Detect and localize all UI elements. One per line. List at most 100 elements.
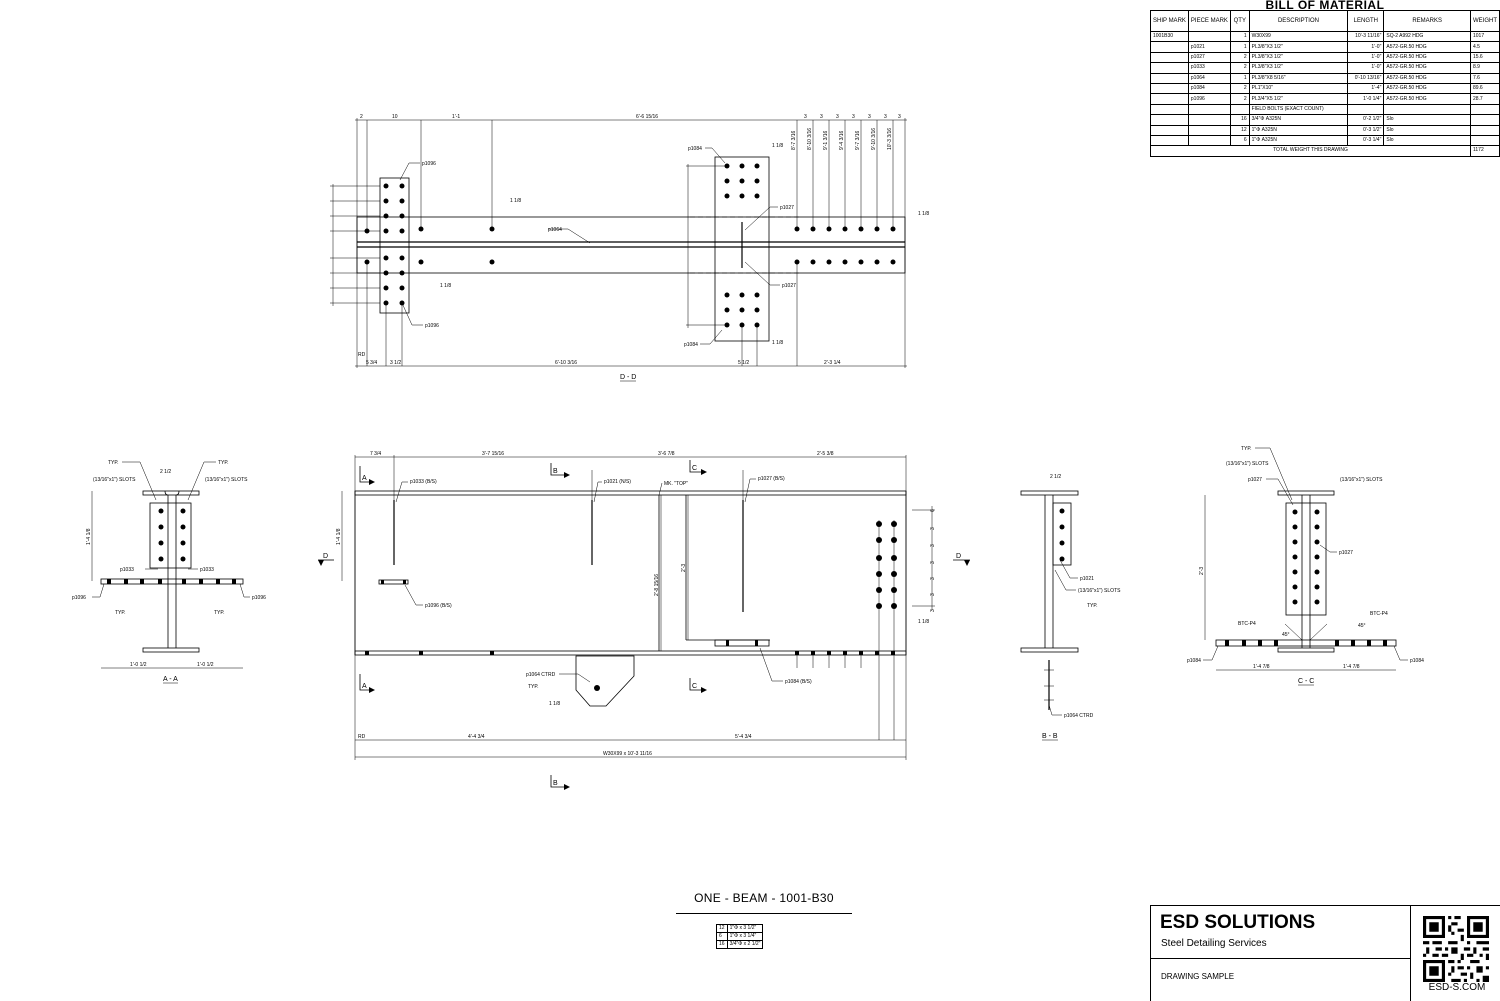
bom-cell: 28.7 xyxy=(1469,93,1500,105)
bom-cell xyxy=(1150,134,1189,147)
bb-p1064: p1064 CTRD xyxy=(1064,713,1094,719)
dd-bottom-dim-5: 2'-3 1/4 xyxy=(824,360,841,366)
cut-marker-d-right: D xyxy=(953,553,970,566)
bom-cell xyxy=(1150,103,1189,116)
bom-cell: p1084 xyxy=(1187,82,1231,95)
aa-bolts xyxy=(107,508,236,584)
svg-text:8'-7 3/16: 8'-7 3/16 xyxy=(791,130,797,150)
company-url[interactable]: ESD-S.COM xyxy=(1428,982,1486,993)
bom-cell: 1'-4" xyxy=(1347,82,1385,95)
bom-cell xyxy=(1469,124,1500,136)
qr-code-icon[interactable] xyxy=(1423,916,1489,982)
bb-dim: 2 1/2 xyxy=(1050,474,1061,480)
svg-text:3: 3 xyxy=(820,114,823,120)
bom-cell: 1 xyxy=(1229,72,1250,84)
bom-title: BILL OF MATERIAL xyxy=(1265,0,1385,12)
svg-text:8'-10 3/16: 8'-10 3/16 xyxy=(807,128,813,150)
cc-angle-left: 45° xyxy=(1282,632,1290,638)
bom-cell: p1096 xyxy=(1187,93,1231,105)
bolt-qty: 6 xyxy=(716,932,728,941)
bom-cell xyxy=(1150,124,1189,136)
bolt-qty: 12 xyxy=(716,924,728,933)
bom-cell: W30X99 xyxy=(1248,30,1349,43)
elev-overall: W30X99 x 10'-3 11/16 xyxy=(603,751,652,757)
dd-label-p1084-top: p1084 xyxy=(688,146,702,152)
dd-top-dim-4: 6'-6 15/16 xyxy=(636,114,658,120)
cut-marker-b-top: B xyxy=(550,463,570,478)
bom-cell: 12 xyxy=(1229,124,1250,136)
elev-typ: TYP. xyxy=(528,684,538,690)
bom-cell xyxy=(1383,103,1471,116)
bom-cell: p1033 xyxy=(1187,62,1231,74)
svg-text:3: 3 xyxy=(930,577,936,580)
bom-cell: 3/4"Φ A325N xyxy=(1248,114,1349,126)
bom-cell: 89.6 xyxy=(1469,82,1500,95)
cc-dim-right: 1'-4 7/8 xyxy=(1343,664,1360,670)
bom-cell: A572-GR.50 HDG xyxy=(1383,93,1471,105)
bom-cell: 0'-3 1/4" xyxy=(1347,134,1385,147)
dd-weld-4: 1 1/8 xyxy=(918,211,929,217)
dd-label-p1027-bot: p1027 xyxy=(782,283,796,289)
bom-cell: p1021 xyxy=(1187,41,1231,53)
elev-vert-dim-3: 2'-8 15/16 xyxy=(654,574,660,596)
bom-col-length: LENGTH xyxy=(1347,10,1385,32)
bom-col-ship-mark: SHIP MARK xyxy=(1150,10,1189,32)
dd-rd: RD xyxy=(358,352,366,358)
bom-cell: PL3/8"X3 1/2" xyxy=(1248,41,1349,53)
cut-marker-b-bot: B xyxy=(550,775,570,790)
bom-cell: 0'-3 1/2" xyxy=(1347,124,1385,136)
svg-text:3: 3 xyxy=(804,114,807,120)
elev-top-dim-3: 3'-6 7/8 xyxy=(658,451,675,457)
svg-text:6: 6 xyxy=(930,509,936,512)
view-dd: 2 10 1'-1 6'-6 15/16 3 3 3 3 3 3 3 8'-7 … xyxy=(330,114,929,382)
bom-cell: 16 xyxy=(1229,114,1250,126)
cut-marker-a-top: A xyxy=(359,466,375,485)
bom-cell: 1 xyxy=(1229,41,1250,53)
cc-dim-height: 2'-3 xyxy=(1199,567,1205,575)
elev-label-p1027: p1027 (B/S) xyxy=(758,476,785,482)
elev-top-dim-2: 3'-7 15/16 xyxy=(482,451,504,457)
bom-cell: 1'-0 1/4" xyxy=(1347,93,1385,105)
bom-col-qty: QTY xyxy=(1229,10,1250,32)
dd-bottom-dim-2: 3 1/2 xyxy=(390,360,401,366)
svg-text:B: B xyxy=(553,780,558,787)
bom-cell xyxy=(1150,62,1189,74)
elev-vert-dim-2: 2'-3 xyxy=(681,564,687,572)
dd-label-p1096-bot: p1096 xyxy=(425,323,439,329)
svg-text:3: 3 xyxy=(884,114,887,120)
bom-cell xyxy=(1150,41,1189,53)
elev-bottom-dim-2: 5'-4 3/4 xyxy=(735,734,752,740)
cc-angle-right: 45° xyxy=(1358,623,1366,629)
bom-cell: SQ-2 A992 HDG xyxy=(1383,30,1471,43)
svg-text:3: 3 xyxy=(930,609,936,612)
cc-slots-right: (13/16"x1") SLOTS xyxy=(1340,477,1383,483)
bolt-size: 1"Φ x 3 1/2" xyxy=(726,924,764,933)
dd-top-dim-2: 10 xyxy=(392,114,398,120)
bom-cell: PL3/8"X3 1/2" xyxy=(1248,51,1349,64)
elev-top-dim-1: 7 3/4 xyxy=(370,451,381,457)
aa-dim-height: 1'-4 1/8 xyxy=(86,528,92,545)
svg-text:3: 3 xyxy=(868,114,871,120)
bom-cell: 1001B30 xyxy=(1150,30,1189,43)
view-label-bb: B - B xyxy=(1042,733,1058,740)
dd-bottom-dim-4: 5 1/2 xyxy=(738,360,749,366)
bom-cell: 1 xyxy=(1229,30,1250,43)
bom-cell xyxy=(1187,134,1231,147)
svg-text:C: C xyxy=(692,465,697,472)
elev-bottom-dim-1: 4'-4 3/4 xyxy=(468,734,485,740)
title-block: ESD SOLUTIONS Steel Detailing Services D… xyxy=(1150,905,1500,1001)
bom-cell: 0'-2 1/2" xyxy=(1347,114,1385,126)
elev-label-p1096: p1096 (B/S) xyxy=(425,603,452,609)
bom-col-piece-mark: PIECE MARK xyxy=(1187,10,1231,32)
elev-right-vert-dims: 6 3 3 3 3 3 3 xyxy=(930,509,936,612)
elev-vert-dim-1: 1'-4 1/8 xyxy=(336,528,342,545)
elev-top-dim-4: 2'-5 3/8 xyxy=(817,451,834,457)
